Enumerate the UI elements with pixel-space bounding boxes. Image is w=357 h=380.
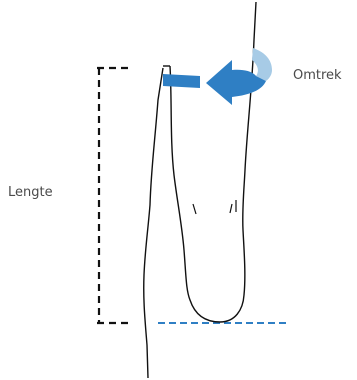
curved-arrow-icon <box>163 48 272 105</box>
leg-inner-contour <box>169 1 257 323</box>
circumference-label: Omtrek <box>293 68 342 83</box>
measure-band <box>163 74 200 88</box>
knee-mark-left <box>192 203 197 215</box>
leg-outline <box>143 1 257 379</box>
length-label: Lengte <box>8 185 53 200</box>
leg-back-contour <box>143 67 164 379</box>
knee-mark-right <box>229 203 233 214</box>
curved-arrow-back <box>252 48 272 81</box>
curved-arrow-front <box>206 60 266 105</box>
length-bracket <box>97 66 130 325</box>
knee-marks <box>192 200 237 215</box>
